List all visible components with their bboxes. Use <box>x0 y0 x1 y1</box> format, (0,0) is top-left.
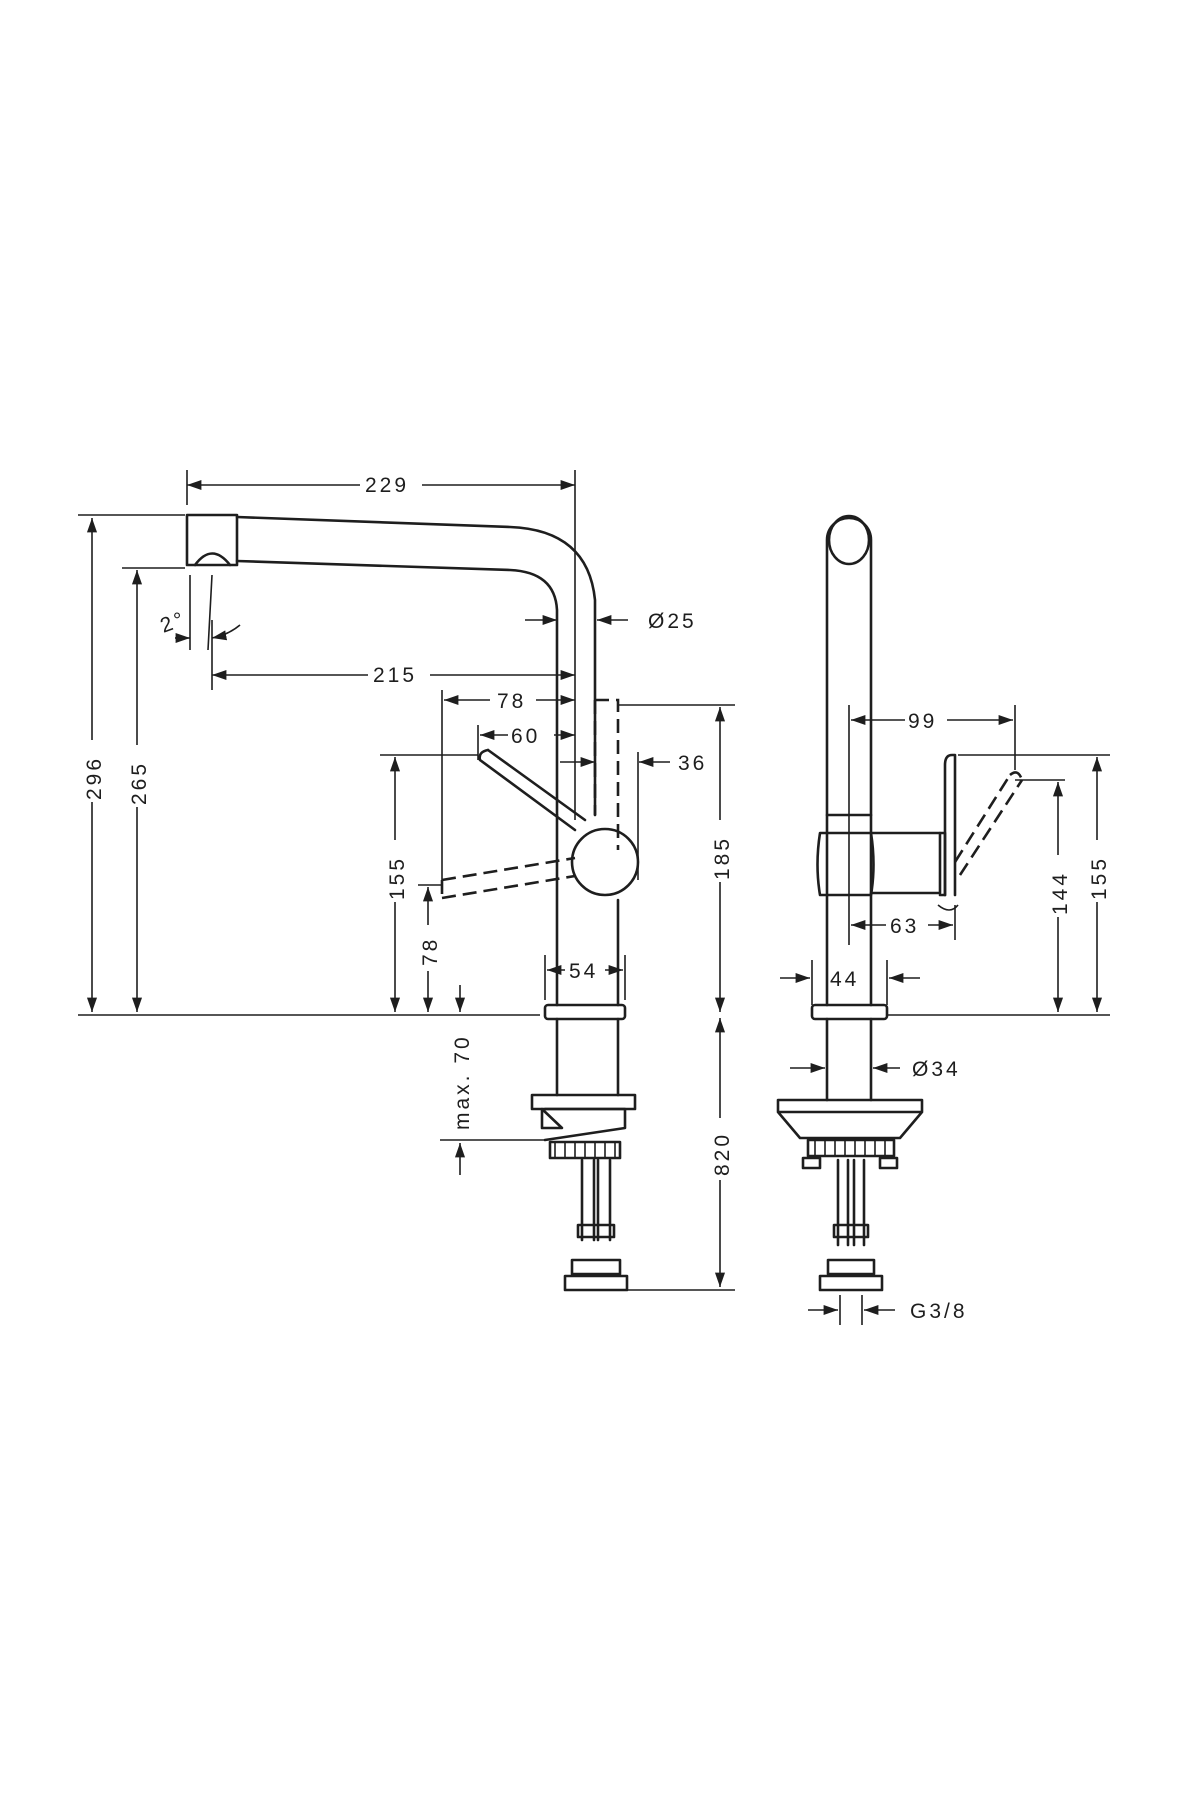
dim-handle-height: 155 <box>386 856 409 900</box>
front-shank <box>825 1017 873 1102</box>
dim-total-height: 296 <box>83 756 106 800</box>
dim-handle-low: 78 <box>419 937 442 966</box>
dim-angle: 2° <box>157 607 189 638</box>
dim-spout-reach: 229 <box>365 474 409 497</box>
dim-hose-length: 820 <box>711 1132 734 1176</box>
hose-ring-lower <box>570 1258 622 1276</box>
dim-base-width: 54 <box>569 960 598 983</box>
dim-handle-depth: 63 <box>890 915 919 938</box>
dim-handle-swing: 99 <box>908 710 937 733</box>
cartridge-ring <box>816 831 875 897</box>
dim-connection: G3/8 <box>910 1300 968 1323</box>
dim-handle-reach-open: 78 <box>497 690 526 713</box>
mounting-plate <box>530 1093 637 1111</box>
aerator <box>193 552 232 567</box>
lever-handle <box>478 748 587 832</box>
shank <box>555 1017 620 1097</box>
handle-disc <box>570 827 640 897</box>
front-lever <box>943 753 957 897</box>
dim-aerator-offset: 215 <box>373 664 417 687</box>
hose-ring-upper <box>576 1223 616 1239</box>
handle-block <box>869 831 942 895</box>
dim-spout-diameter: Ø25 <box>648 610 697 633</box>
dim-body-height: 185 <box>711 836 734 880</box>
dim-counter-thickness: max. 70 <box>451 1034 474 1130</box>
dim-lever-top: 155 <box>1088 856 1111 900</box>
dim-outlet-height: 265 <box>128 761 151 805</box>
lever-dashed <box>440 856 576 900</box>
front-hose-fitting <box>818 1274 884 1292</box>
mounting-wing <box>540 1107 627 1142</box>
base-plate <box>543 1003 627 1021</box>
front-base-plate <box>810 1003 889 1021</box>
pullout-dashed <box>593 698 620 850</box>
front-lever-dashed <box>953 771 1024 876</box>
dim-body-width: 44 <box>830 968 859 991</box>
spout-outline <box>185 513 239 567</box>
dim-handle-reach-closed: 60 <box>511 725 540 748</box>
dim-shank-diameter: Ø34 <box>912 1058 961 1081</box>
front-nuts <box>801 1156 899 1170</box>
front-thread-block <box>806 1138 896 1158</box>
front-hose-ring <box>826 1258 876 1276</box>
side-dimensions: 229 215 Ø25 2° 296 265 <box>78 470 735 1291</box>
supply-hoses <box>580 1158 612 1242</box>
front-view: 99 63 44 Ø34 G3/8 144 <box>776 514 1111 1325</box>
spout-tube <box>235 515 597 817</box>
dim-handle-offset: 36 <box>678 752 707 775</box>
thread-teeth <box>554 1142 616 1158</box>
spout-end <box>827 514 871 566</box>
front-dimensions: 99 63 44 Ø34 G3/8 144 <box>780 705 1111 1325</box>
side-view: 229 215 Ø25 2° 296 265 <box>78 470 735 1292</box>
front-supply-hoses <box>836 1158 866 1247</box>
lever-swing-mark <box>937 904 959 911</box>
front-mounting-plate <box>776 1098 924 1140</box>
hose-fitting <box>563 1274 629 1292</box>
dim-lever-height: 144 <box>1049 871 1072 915</box>
